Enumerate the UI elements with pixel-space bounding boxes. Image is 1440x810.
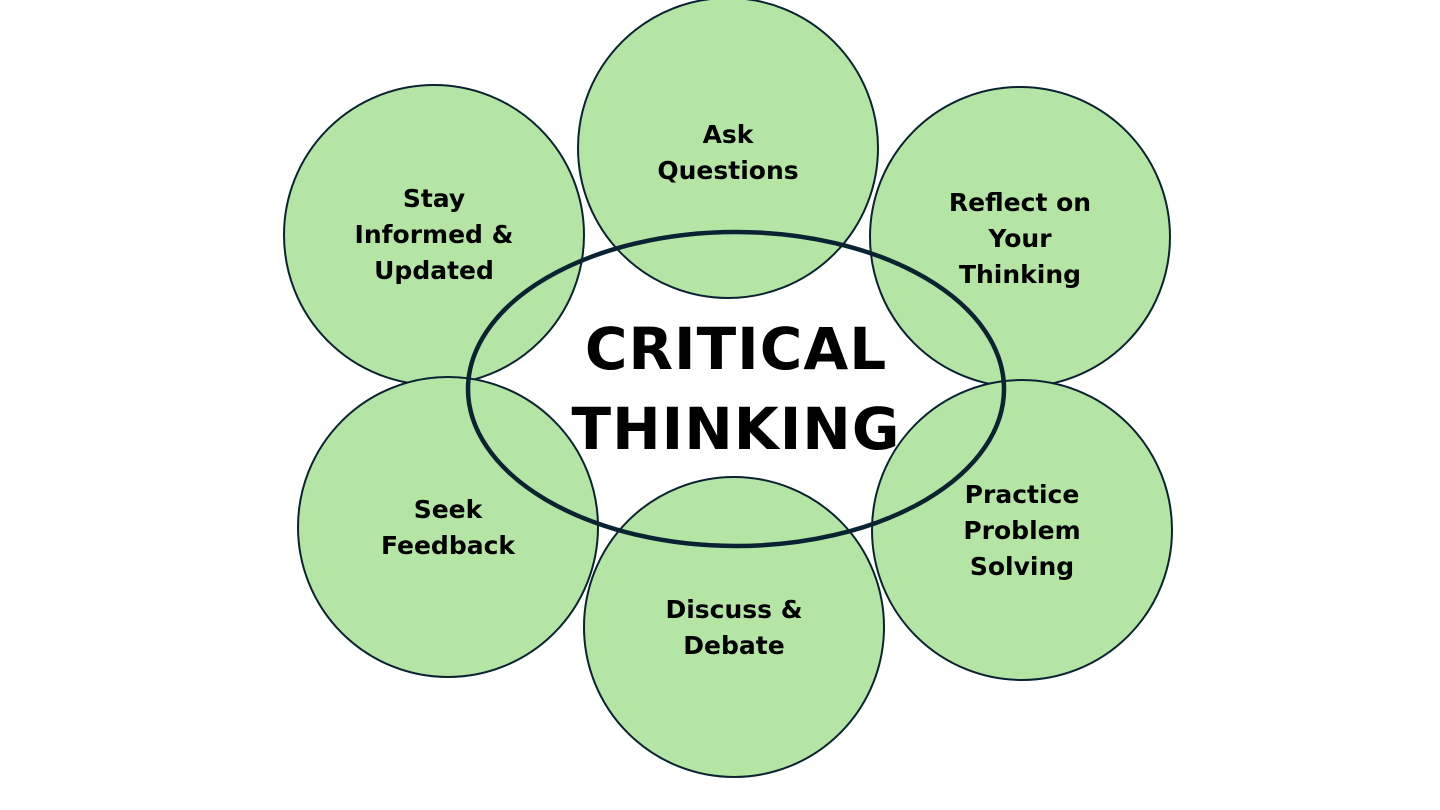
node-circle-ask-questions <box>577 0 879 299</box>
node-label-seek-feedback: Seek Feedback <box>380 495 516 560</box>
node-label-ask-questions: Ask Questions <box>657 120 799 185</box>
central-ellipse <box>465 229 1007 549</box>
center-title-line1: CRITICAL <box>584 315 888 383</box>
node-circle-seek-feedback <box>297 376 599 678</box>
node-label-stay-informed: Stay Informed & Updated <box>354 184 514 285</box>
node-label-reflect: Reflect on Your Thinking <box>948 188 1092 289</box>
center-title-line2: THINKING <box>571 395 901 463</box>
center-title: CRITICAL THINKING <box>572 309 901 469</box>
node-label-practice: Practice Problem Solving <box>963 480 1081 581</box>
node-circle-practice <box>871 379 1173 681</box>
node-label-discuss: Discuss & Debate <box>665 595 803 660</box>
node-circle-discuss <box>583 476 885 778</box>
